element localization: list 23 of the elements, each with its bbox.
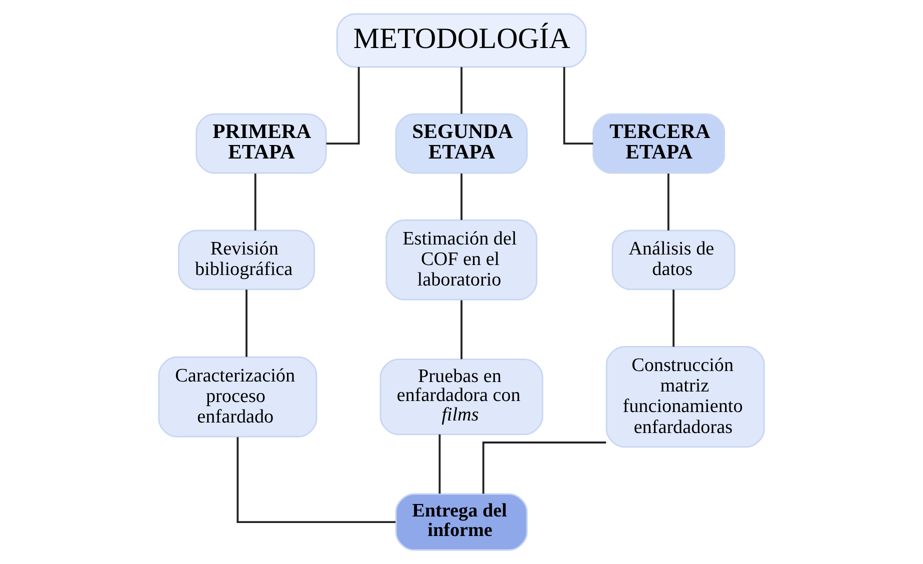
node-box: Estimación del COF en el laboratorio [386, 219, 538, 300]
connector [482, 442, 606, 494]
connector [460, 174, 462, 220]
node-box: SEGUNDA ETAPA [395, 113, 528, 174]
connector [460, 67, 462, 114]
connector [460, 300, 462, 360]
connector [563, 67, 594, 145]
node-box: Análisis de datos [612, 230, 736, 290]
connector [667, 174, 670, 230]
node-box: METODOLOGÍA [336, 13, 587, 68]
node-box: Pruebas en enfardadora con films [380, 358, 544, 436]
node-box: Revisión bibliográfica [178, 230, 315, 290]
connector [438, 434, 441, 494]
node-box: Caracterización proceso enfardado [158, 356, 318, 438]
node-box: Construcción matriz funcionamiento enfardadoras [606, 346, 765, 448]
connector [246, 290, 248, 357]
node-box: TERCERA ETAPA [592, 113, 726, 174]
connector [254, 174, 256, 230]
connector [326, 67, 360, 145]
node-box: PRIMERA ETAPA [196, 113, 327, 174]
connector [672, 290, 674, 347]
node-box: Entrega del informe [395, 493, 528, 551]
connector [236, 437, 396, 523]
